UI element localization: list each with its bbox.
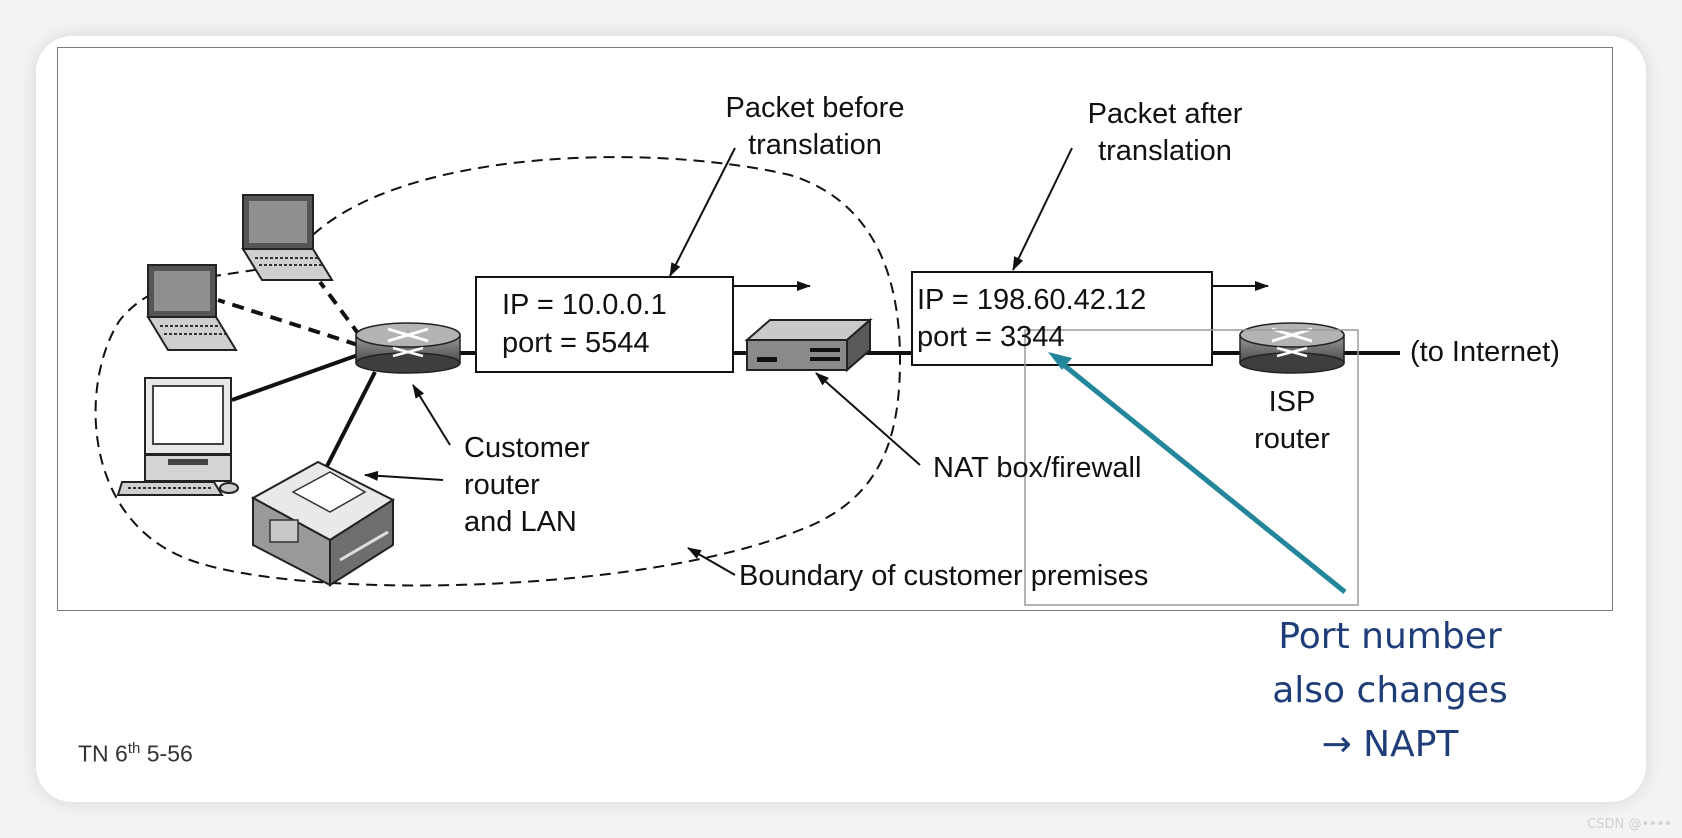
nat-box-callout-arrow [815,372,921,466]
napt-note-line: → NAPT [1321,724,1459,765]
packet-after-callout-arrow [1012,147,1073,271]
teal-pointer-arrow [1048,352,1347,594]
link-laptop-top [318,280,362,338]
desktop-computer-icon [116,377,239,496]
source-sup: th [127,740,141,757]
to-internet-label: (to Internet) [1410,336,1560,368]
packet-before-ip: IP = 10.0.0.1 [502,289,667,321]
link-desktop [231,353,359,402]
customer-router-icon [355,322,461,374]
isp-router-icon [1239,322,1345,374]
laptop-icon [241,194,334,281]
printer-icon [250,460,396,587]
highlight-box [1024,329,1359,606]
packet-before-label: Packet before translation [725,92,905,161]
packet-after-port: port = 3344 [917,321,1065,353]
link-laptop-left [217,298,359,347]
customer-router-callout-arrow [412,384,451,446]
source-suffix: 5-56 [140,740,193,767]
source-citation: TN 6th 5-56 [78,740,193,768]
nat-box-label: NAT box/firewall [933,452,1142,484]
nat-box-icon [744,317,873,373]
source-prefix: TN 6 [78,740,128,767]
boundary-callout-arrow [687,547,736,576]
packet-after-ip: IP = 198.60.42.12 [917,284,1147,316]
napt-note: Port number also changes → NAPT [1225,610,1555,772]
packet-before-callout-arrow [669,147,736,277]
packet-after-label: Packet after translation [1087,98,1243,167]
printer-callout-arrow [364,470,444,481]
link-printer [323,371,377,471]
packet-before-box [475,276,734,373]
packet-after-box [911,271,1213,366]
packet-before-port: port = 5544 [502,327,650,359]
customer-premises-boundary [94,156,902,587]
napt-note-line: Port number [1278,616,1502,657]
laptop-icon [146,264,238,351]
isp-router-label: ISP router [1254,386,1330,455]
boundary-label: Boundary of customer premises [739,560,1149,592]
napt-note-line: also changes [1272,670,1508,711]
customer-router-label: Customer router and LAN [464,432,590,538]
watermark: CSDN @•••• [1587,817,1672,832]
